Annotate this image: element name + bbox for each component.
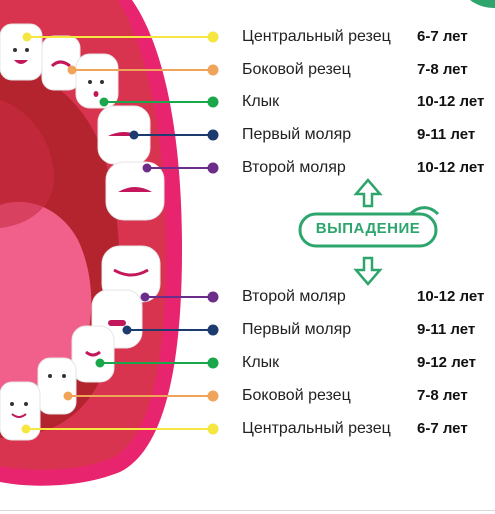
tooth-name: Клык: [242, 93, 280, 110]
lower-tooth-row: Центральный резец 6-7 лет: [0, 419, 495, 439]
upper-tooth-dot: [99, 97, 109, 107]
tooth-age: 10-12 лет: [417, 288, 485, 305]
lower-label-bullet: [207, 390, 219, 402]
tooth-age: 9-11 лет: [417, 126, 476, 143]
tooth-name: Клык: [242, 354, 280, 371]
upper-tooth-row: Первый моляр 9-11 лет: [0, 125, 495, 145]
upper-tooth-row: Второй моляр 10-12 лет: [0, 158, 495, 178]
connector-lines: [21, 31, 219, 435]
upper-canine-tooth: [75, 53, 119, 109]
tooth-name: Первый моляр: [242, 126, 352, 143]
tooth-name: Центральный резец: [242, 420, 391, 437]
lower-label-bullet: [207, 423, 219, 435]
lower-tooth-dot: [95, 358, 105, 368]
loss-badge: [298, 206, 440, 248]
lower-central-incisor-tooth: [0, 381, 41, 441]
lower-tooth-dot: [140, 292, 150, 302]
tooth-age: 6-7 лет: [417, 420, 468, 437]
lower-tooth-row: Боковой резец 7-8 лет: [0, 386, 495, 406]
upper-tooth-row: Центральный резец 6-7 лет: [0, 27, 495, 47]
tooth-age: 6-7 лет: [417, 28, 468, 45]
tooth-age: 7-8 лет: [417, 61, 468, 78]
tooth-name: Второй моляр: [242, 288, 346, 305]
lower-tooth-dot: [122, 325, 132, 335]
tooth-age: 9-12 лет: [417, 354, 477, 371]
upper-tooth-row: Боковой резец 7-8 лет: [0, 60, 495, 80]
lower-tooth-row: Клык 9-12 лет: [0, 353, 495, 373]
direction-arrows: [353, 178, 383, 286]
lower-canine-tooth: [71, 325, 115, 383]
lower-tooth-dot: [63, 391, 73, 401]
tooth-age: 10-12 лет: [417, 159, 485, 176]
tooth-name: Первый моляр: [242, 321, 352, 338]
upper-label-bullet: [207, 31, 219, 43]
upper-tooth-dot: [142, 163, 152, 173]
upper-label-bullet: [207, 96, 219, 108]
loss-badge-label: ВЫПАДЕНИЕ: [315, 220, 421, 237]
tooth-age: 9-11 лет: [417, 321, 476, 338]
tooth-name: Центральный резец: [242, 28, 391, 45]
lower-tooth-dot: [21, 424, 31, 434]
upper-label-bullet: [207, 129, 219, 141]
upper-tooth-dot: [67, 65, 77, 75]
tooth-name: Боковой резец: [242, 61, 351, 78]
lower-label-bullet: [207, 324, 219, 336]
upper-tooth-dot: [129, 130, 139, 140]
lower-tooth-row: Первый моляр 9-11 лет: [0, 320, 495, 340]
upper-label-bullet: [207, 64, 219, 76]
palate-shadow: [0, 100, 55, 228]
lower-tooth-row: Второй моляр 10-12 лет: [0, 287, 495, 307]
corner-swoosh: [470, 0, 495, 8]
upper-second-molar-tooth: [105, 161, 165, 221]
lower-label-bullet: [207, 291, 219, 303]
upper-tooth-dot: [22, 32, 32, 42]
tooth-name: Второй моляр: [242, 159, 346, 176]
upper-label-bullet: [207, 162, 219, 174]
upper-tooth-row: Клык 10-12 лет: [0, 92, 495, 112]
tooth-age: 7-8 лет: [417, 387, 468, 404]
lower-label-bullet: [207, 357, 219, 369]
tooth-age: 10-12 лет: [417, 93, 485, 110]
bottom-divider: [0, 510, 495, 511]
tooth-name: Боковой резец: [242, 387, 351, 404]
